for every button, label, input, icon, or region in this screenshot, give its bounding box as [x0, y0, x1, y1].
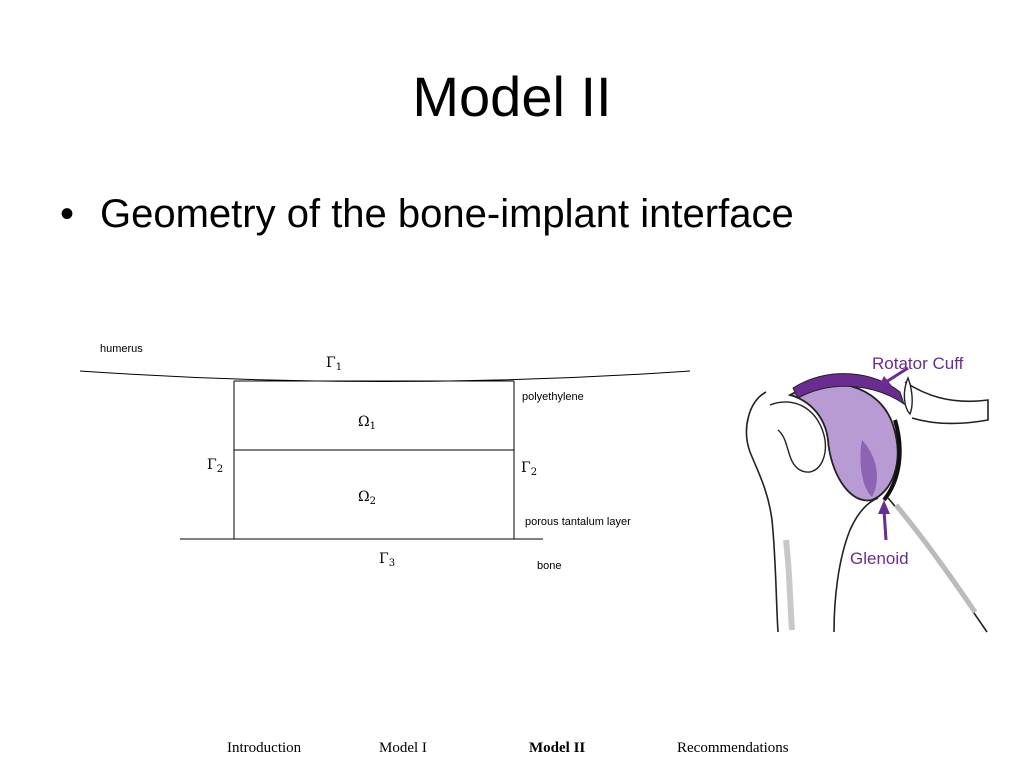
rotator-cuff-band	[792, 373, 905, 406]
humerus-label: humerus	[100, 343, 143, 355]
glenoid-arrow	[878, 500, 890, 541]
omega2-label: Ω2	[358, 489, 376, 507]
interface-diagram: humerus polyethylene porous tantalum lay…	[79, 343, 691, 572]
scapula-shadow	[894, 503, 978, 614]
bone-label: bone	[537, 560, 561, 572]
bullet-dot: •	[60, 192, 75, 236]
scapula-outline	[887, 381, 989, 633]
nav-recommendations[interactable]: Recommendations	[677, 740, 789, 756]
rotator-cuff-arrow	[878, 366, 909, 388]
nav-model-i[interactable]: Model I	[379, 740, 427, 756]
glenoid-label: Glenoid	[850, 549, 909, 568]
slide-title: Model II	[412, 65, 612, 128]
gamma2-left-label: Γ2	[207, 457, 223, 475]
omega1-label: Ω1	[358, 414, 376, 432]
gamma3-label: Γ3	[379, 551, 395, 569]
head-shading	[860, 440, 877, 497]
nav-model-ii[interactable]: Model II	[529, 740, 586, 756]
humerus-bone	[745, 391, 879, 633]
porous-layer-label: porous tantalum layer	[525, 516, 631, 528]
bullet-item: • Geometry of the bone-implant interface	[60, 188, 794, 240]
acromion	[903, 376, 913, 416]
tuberosity	[769, 401, 827, 473]
bullet-text: Geometry of the bone-implant interface	[100, 192, 794, 236]
shoulder-illustration: Rotator Cuff Glenoid	[745, 354, 989, 633]
polyethylene-label: polyethylene	[522, 391, 584, 403]
glenoid-surface	[882, 419, 902, 502]
humerus-shading	[783, 539, 795, 631]
gamma2-right-label: Γ2	[521, 460, 537, 478]
section-navigation: Introduction Model I Model II Recommenda…	[0, 740, 1024, 762]
humerus-boundary	[79, 370, 691, 382]
gamma1-label: Γ1	[326, 355, 342, 373]
rotator-cuff-label: Rotator Cuff	[872, 354, 964, 373]
nav-introduction[interactable]: Introduction	[227, 740, 302, 756]
